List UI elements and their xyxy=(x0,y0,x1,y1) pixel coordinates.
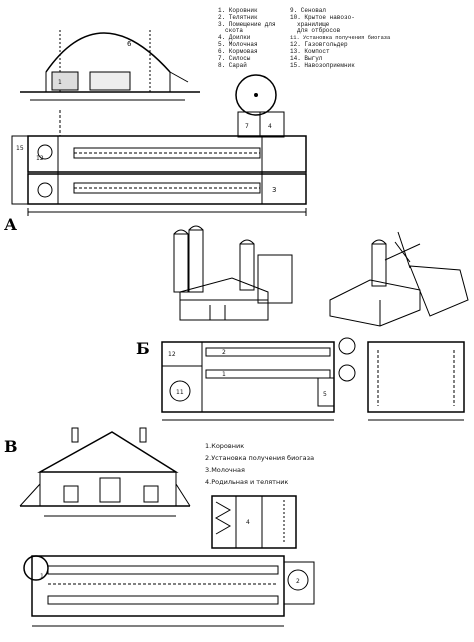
section-a-cross-section xyxy=(20,30,200,101)
section-b-perspective xyxy=(173,225,293,321)
plan-b-number: 11 xyxy=(176,389,184,396)
legend-v-item: 3.Молочная xyxy=(205,466,245,474)
section-b-perspective-2 xyxy=(329,231,469,327)
plan-v-number: 4 xyxy=(246,519,250,526)
section-label-a: А xyxy=(4,215,17,234)
legend-a-item: 5. Молочная xyxy=(218,41,258,48)
section-a-gasholder xyxy=(235,74,277,116)
plan-a-number: 15 xyxy=(16,145,24,152)
legend-a-item: 2. Телятник xyxy=(218,14,258,21)
plan-b-number: 2 xyxy=(222,349,226,356)
section-a-label-6: 6 xyxy=(127,40,132,48)
section-v-cross-section xyxy=(19,427,191,517)
plan-a-number: 4 xyxy=(268,123,272,130)
legend-a-item: для отбросов xyxy=(297,27,341,34)
legend-a-item: 14. Выгул xyxy=(290,55,323,62)
plan-a-number: 7 xyxy=(245,123,249,130)
legend-a-item: 1. Коровник xyxy=(218,7,258,14)
legend-a-item: 12. Газовгольдер xyxy=(290,41,348,48)
section-label-v: В xyxy=(4,437,18,456)
legend-a-item: хранилище xyxy=(297,21,330,28)
section-a-label-1: 1 xyxy=(58,79,62,86)
plan-v-number: 2 xyxy=(296,578,300,585)
legend-v-item: 4.Родильная и телятник xyxy=(205,478,288,486)
legend-a-item: 13. Компост xyxy=(290,48,330,55)
legend-a-item: 10. Крытое навозо- xyxy=(290,14,355,21)
legend-a-item: 9. Сеновал xyxy=(290,7,326,14)
legend-a-item: скота xyxy=(225,27,243,34)
section-label-b: Б xyxy=(136,339,150,358)
section-b-plan xyxy=(161,337,465,421)
plan-b-number: 5 xyxy=(323,391,327,398)
legend-a-item: 8. Сарай xyxy=(218,62,247,69)
legend-a-item: 11. Установка получения биогаза xyxy=(290,35,391,41)
legend-a: 1. Коровник 2. Телятник 3. Помещение для… xyxy=(218,7,391,69)
legend-a-item: 15. Навозоприемник xyxy=(290,62,355,69)
legend-v-item: 2.Установка получения биогаза xyxy=(205,454,314,462)
section-a-plan xyxy=(11,110,307,216)
plan-v-number: 1 xyxy=(40,573,44,580)
legend-a-item: 6. Кормовая xyxy=(218,48,258,55)
legend-v-item: 1.Коровник xyxy=(205,442,244,450)
section-v-plan-block xyxy=(211,495,297,549)
plan-a-number: 3 xyxy=(272,186,276,194)
section-v-plan xyxy=(23,555,315,627)
legend-a-item: 7. Силосы xyxy=(218,55,251,62)
legend-a-item: 3. Помещение для xyxy=(218,21,276,28)
plan-b-number: 12 xyxy=(168,351,176,358)
plan-b-number: 1 xyxy=(222,371,226,378)
legend-v: 1.Коровник 2.Установка получения биогаза… xyxy=(205,442,314,486)
plan-a-number: 12 xyxy=(36,155,44,162)
legend-a-item: 4. Доилки xyxy=(218,34,251,41)
